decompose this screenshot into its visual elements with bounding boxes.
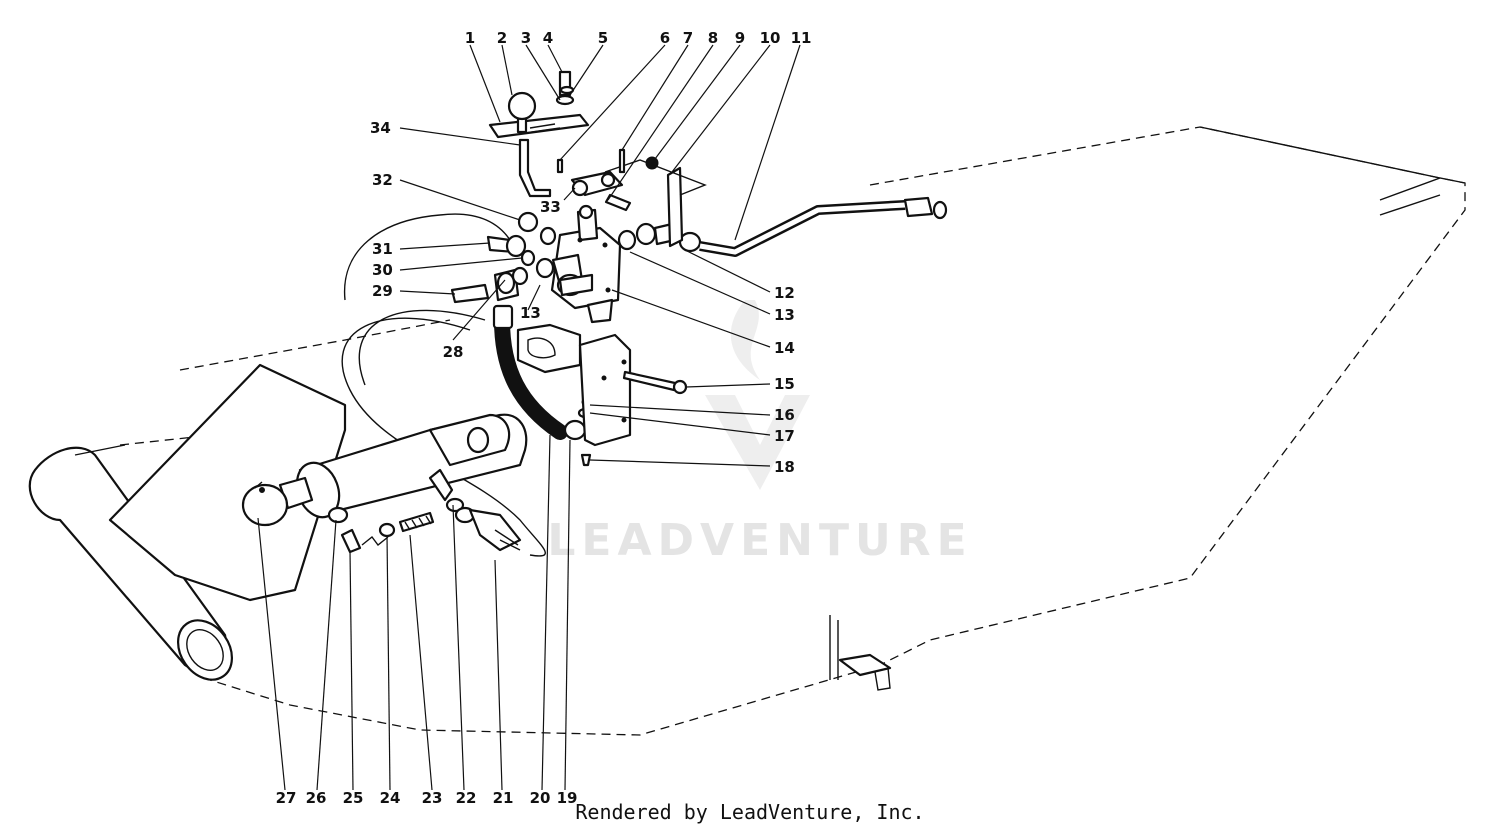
mounting-block <box>516 323 632 447</box>
callout-6: 6 <box>660 29 670 47</box>
callout-22: 22 <box>456 789 477 807</box>
pressure-hose <box>494 312 568 440</box>
callout-17: 17 <box>774 427 795 445</box>
callout-15: 15 <box>774 375 795 393</box>
watermark: LEADVENTURE <box>547 300 972 566</box>
callout-18: 18 <box>774 458 795 476</box>
render-credit: Rendered by LeadVenture, Inc. <box>575 800 925 824</box>
steel-tube <box>699 200 906 257</box>
callout-19: 19 <box>557 789 578 807</box>
callout-1: 1 <box>465 29 475 47</box>
callout-8: 8 <box>708 29 718 47</box>
mower-deck-outline <box>119 126 1466 736</box>
callout-2: 2 <box>497 29 507 47</box>
callout-16: 16 <box>774 406 795 424</box>
watermark-text: LEADVENTURE <box>547 515 972 566</box>
return-hose <box>341 317 546 557</box>
callout-10: 10 <box>760 29 781 47</box>
callout-30: 30 <box>372 261 393 279</box>
control-lever <box>488 70 590 198</box>
callout-29: 29 <box>372 282 393 300</box>
callout-24: 24 <box>380 789 401 807</box>
callout-31: 31 <box>372 240 393 258</box>
callout-14: 14 <box>774 339 795 357</box>
hydraulic-cylinder <box>241 413 528 527</box>
callout-9: 9 <box>735 29 745 47</box>
control-valve <box>535 204 702 324</box>
callout-26: 26 <box>306 789 327 807</box>
callout-12: 12 <box>774 284 795 302</box>
callout-numbers: 1 2 3 4 5 6 7 8 9 10 11 12 13 13 14 15 1… <box>276 29 812 807</box>
callout-3: 3 <box>521 29 531 47</box>
link-bar <box>666 166 684 248</box>
callout-28: 28 <box>443 343 464 361</box>
bolt-15 <box>622 370 677 392</box>
callout-11: 11 <box>791 29 812 47</box>
callout-13-right: 13 <box>774 306 795 324</box>
callout-27: 27 <box>276 789 297 807</box>
callout-13-left: 13 <box>520 304 541 322</box>
callout-33: 33 <box>540 198 561 216</box>
callout-20: 20 <box>530 789 551 807</box>
callout-5: 5 <box>598 29 608 47</box>
callout-25: 25 <box>343 789 364 807</box>
callout-34: 34 <box>370 119 391 137</box>
callout-21: 21 <box>493 789 514 807</box>
cylinder-fittings <box>327 468 522 554</box>
callout-32: 32 <box>372 171 393 189</box>
callout-23: 23 <box>422 789 443 807</box>
callout-4: 4 <box>543 29 553 47</box>
callout-7: 7 <box>683 29 693 47</box>
valve-fittings <box>450 211 557 304</box>
clevis <box>556 148 632 212</box>
leader-lines <box>257 44 801 791</box>
